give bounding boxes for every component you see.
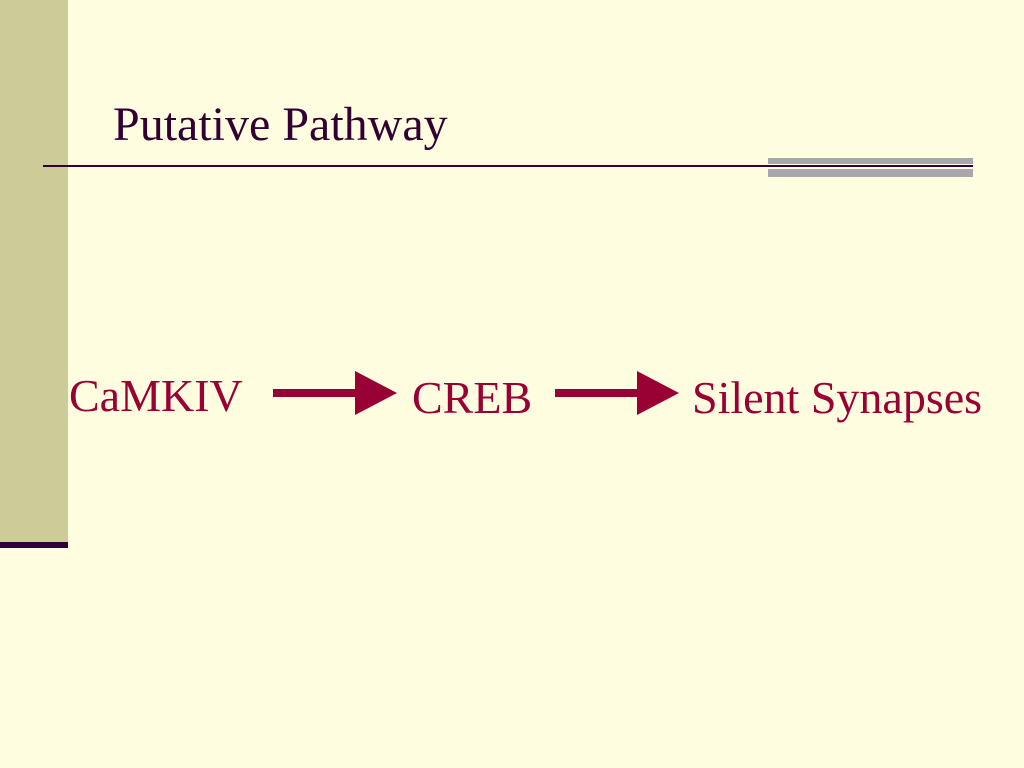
- accent-band-top: [768, 158, 973, 164]
- title-accent-bar: [768, 158, 973, 178]
- title-underline: [43, 165, 973, 167]
- slide-title: Putative Pathway: [113, 98, 448, 151]
- right-arrow-icon: [273, 371, 397, 415]
- arrow-shaft: [273, 389, 357, 397]
- sidebar-accent-line: [0, 542, 68, 548]
- pathway-node-silent-synapses: Silent Synapses: [692, 372, 983, 423]
- sidebar-decoration: [0, 0, 68, 542]
- arrow-shaft: [555, 389, 639, 397]
- arrow-head: [355, 371, 397, 415]
- pathway-node-camkiv: CaMKIV: [69, 370, 243, 421]
- pathway-node-creb: CREB: [412, 372, 533, 423]
- accent-band-bottom: [768, 169, 973, 177]
- arrow-head: [637, 371, 679, 415]
- right-arrow-icon: [555, 371, 679, 415]
